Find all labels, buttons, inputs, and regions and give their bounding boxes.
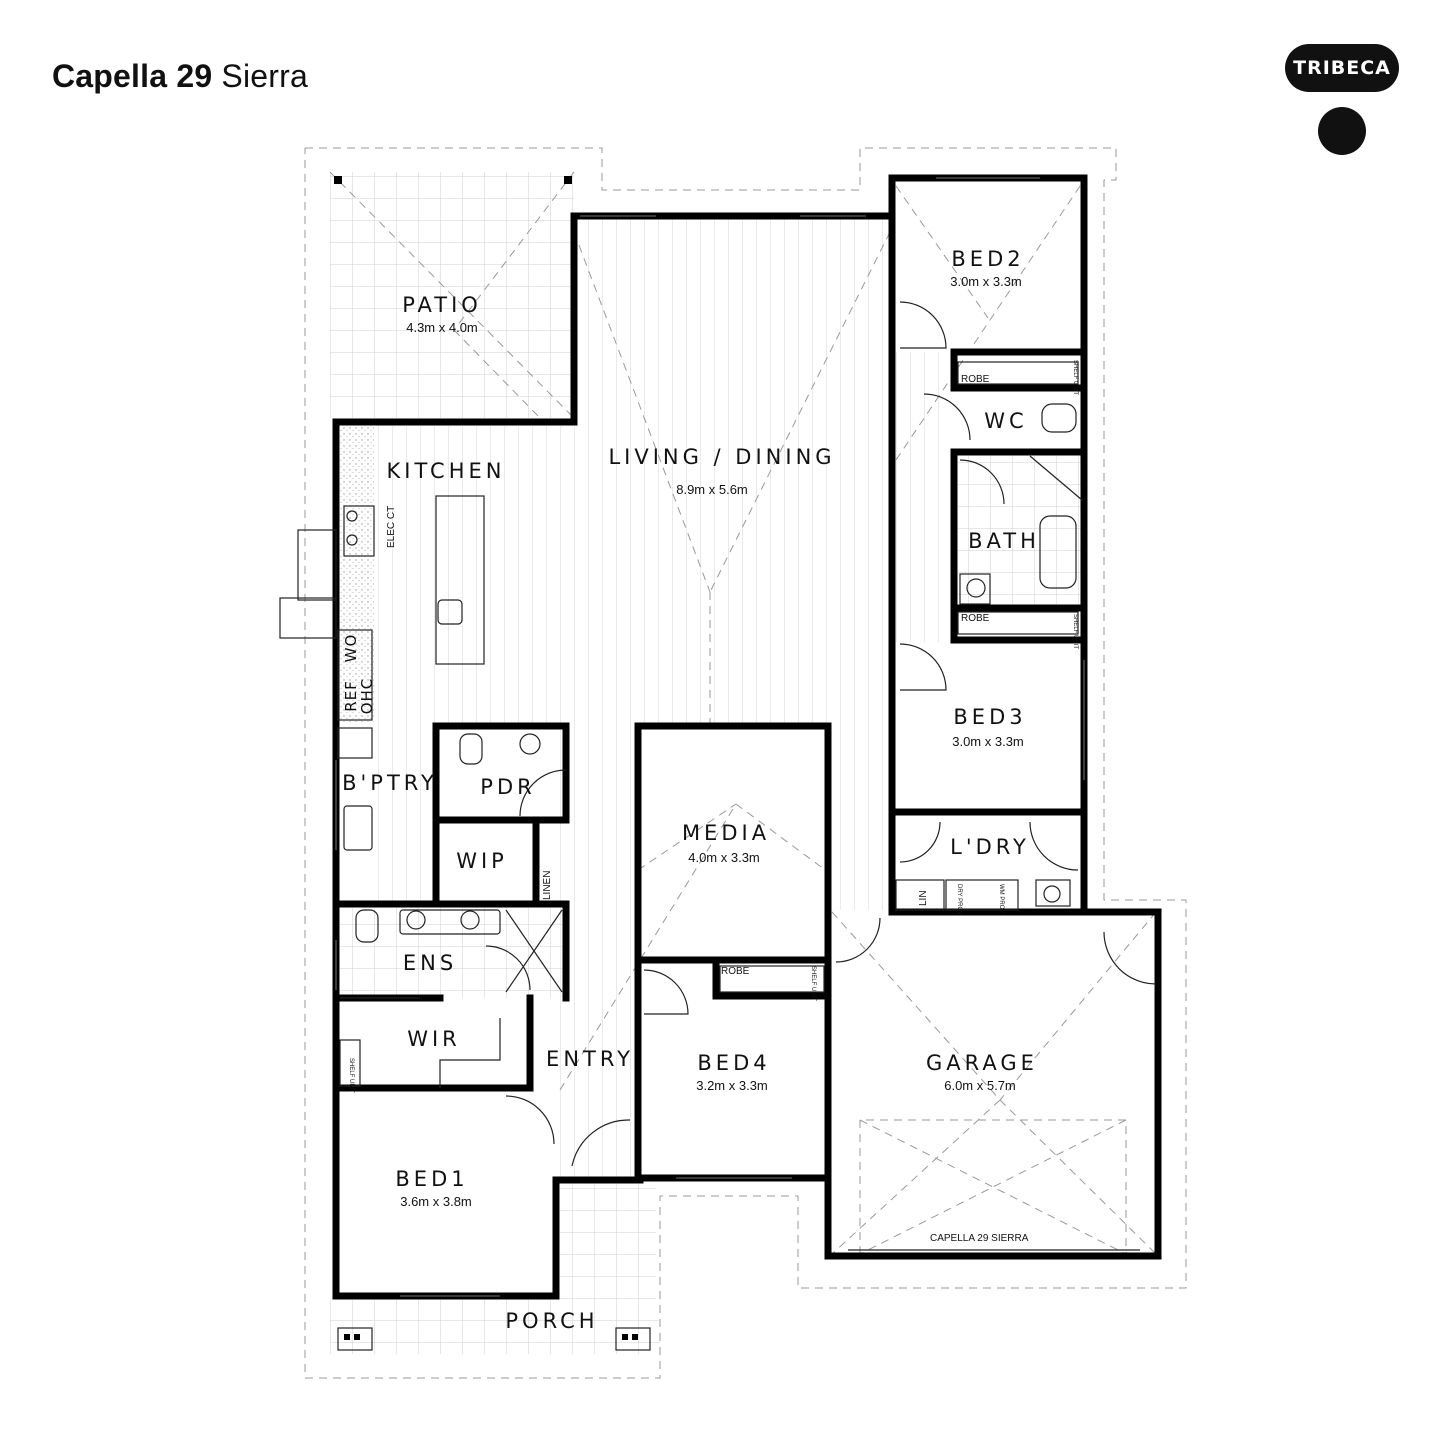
room-living-size: 8.9m x 5.6m [676,482,748,497]
bed2-shelf-unit-label: SHELF UNIT [1072,360,1078,395]
room-ens-name: ENS [403,951,457,975]
room-bath-name: BATH [968,529,1040,553]
windows [335,177,1085,1297]
linen-label: LINEN [542,871,553,900]
room-bed4-name: BED4 [697,1051,770,1075]
room-patio-name: PATIO [402,293,482,317]
room-bed3-name: BED3 [953,705,1026,729]
garage-door-label: CAPELLA 29 SIERRA [930,1233,1029,1244]
room-garage-size: 6.0m x 5.7m [944,1078,1016,1093]
roof-ridge-lines [329,171,1157,1255]
bed3-shelf-unit-label: SHELF UNIT [1072,614,1078,649]
wo-label: WO [342,634,360,663]
lin-label: LIN [918,890,929,906]
wm-prov-label: WM PROV [998,884,1004,913]
brand-logo: TRIBECA [1285,44,1399,92]
room-bptry-name: B'PTRY [342,771,438,795]
bed2-robe-label: ROBE [961,374,990,385]
facade-name: Sierra [221,58,308,94]
bed4-robe-label: ROBE [721,966,750,977]
brand-dot-icon [1318,107,1366,155]
room-living-name: LIVING / DINING [608,445,835,469]
ohc-label: OHC [358,678,376,715]
room-bed4-size: 3.2m x 3.3m [696,1078,768,1093]
room-bed2-name: BED2 [951,247,1024,271]
fixture-labels: ROBE ROBE ROBE CAPELLA 29 SIERRA SHELF U… [342,360,1078,1244]
room-pdr-name: PDR [480,775,535,799]
room-bed1-name: BED1 [395,1167,468,1191]
page-title: Capella 29 Sierra [52,58,308,95]
bed3-robe-label: ROBE [961,613,990,624]
room-patio-size: 4.3m x 4.0m [406,320,478,335]
doors [485,301,1157,1167]
dry-prov-label: DRY PROV [956,884,962,915]
room-media-size: 4.0m x 3.3m [688,850,760,865]
fixtures [279,176,1140,1351]
room-garage-name: GARAGE [926,1051,1038,1075]
room-bed1-size: 3.6m x 3.8m [400,1194,472,1209]
room-labels: PATIO 4.3m x 4.0m KITCHEN LIVING / DININ… [342,247,1040,1333]
bed4-shelf-unit-label: SHELF UNIT [810,966,816,1001]
room-bed2-size: 3.0m x 3.3m [950,274,1022,289]
plan-name: Capella 29 [52,58,213,94]
elec-ct-label: ELEC CT [386,506,397,548]
room-wc-name: WC [984,409,1027,433]
room-wir-name: WIR [407,1027,461,1051]
room-ldry-name: L'DRY [950,835,1030,859]
room-kitchen-name: KITCHEN [387,459,506,483]
room-bed3-size: 3.0m x 3.3m [952,734,1024,749]
room-media-name: MEDIA [682,821,770,845]
roof-outline [304,147,1187,1379]
room-wip-name: WIP [456,849,508,873]
ref-label: REF [342,680,360,712]
room-entry-name: ENTRY [546,1047,634,1071]
room-porch-name: PORCH [505,1309,598,1333]
wir-shelf-unit-label: SHELF UNIT [348,1058,354,1093]
